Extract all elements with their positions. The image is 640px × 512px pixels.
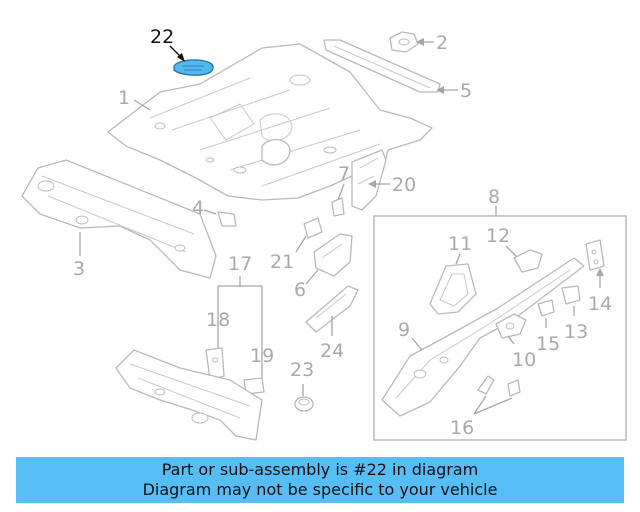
arrow-20 <box>368 180 376 188</box>
callout-12: 12 <box>486 225 510 247</box>
callout-20: 20 <box>392 174 416 196</box>
part-11-panel <box>429 263 477 315</box>
part-5-rail <box>323 39 441 93</box>
part-24-reinforcement <box>305 285 359 333</box>
callout-4: 4 <box>192 197 204 219</box>
arrow-5 <box>436 86 444 94</box>
part-3-crossmember <box>21 159 217 279</box>
leader-1 <box>133 99 151 111</box>
callout-5: 5 <box>460 80 472 102</box>
part-2-bracket <box>389 31 419 53</box>
leader-6 <box>305 269 319 285</box>
callout-23: 23 <box>290 359 314 381</box>
part-6-bracket <box>313 233 353 277</box>
callout-13: 13 <box>564 321 588 343</box>
part-7-bracket <box>331 197 345 217</box>
banner-line-1: Part or sub-assembly is #22 in diagram <box>161 460 479 479</box>
part-18-bracket <box>205 347 225 381</box>
callout-16: 16 <box>450 417 474 439</box>
callout-24: 24 <box>320 340 344 362</box>
leader-7 <box>337 183 345 201</box>
callout-11: 11 <box>448 233 472 255</box>
part-20-pillar <box>351 149 387 211</box>
leader-4 <box>203 209 217 215</box>
callout-3: 3 <box>73 258 85 280</box>
callout-18: 18 <box>206 309 230 331</box>
callout-17: 17 <box>228 253 252 275</box>
part-14-bracket <box>585 239 605 271</box>
part-17-rear-crossmember <box>115 349 263 441</box>
arrow-14 <box>596 268 604 276</box>
callout-15: 15 <box>536 333 560 355</box>
leader-11 <box>455 253 461 265</box>
parts-diagram: 22 1 5 2 3 4 <box>21 26 627 441</box>
part-10-bracket <box>495 313 527 339</box>
leader-16 <box>473 395 513 415</box>
leader-17 <box>217 276 263 386</box>
sub-assembly-box <box>373 215 627 441</box>
callout-9: 9 <box>398 319 410 341</box>
part-info-banner: Part or sub-assembly is #22 in diagram D… <box>16 457 624 503</box>
callout-8: 8 <box>488 186 500 208</box>
arrow-2 <box>416 38 424 46</box>
part-16-clips <box>477 375 521 397</box>
part-9-side-rail <box>381 257 585 417</box>
part-23-plug <box>294 396 314 412</box>
part-21-bracket <box>303 217 323 239</box>
leader-12 <box>505 245 517 257</box>
callout-21: 21 <box>270 251 294 273</box>
leader-10 <box>507 335 515 345</box>
callout-10: 10 <box>512 349 536 371</box>
banner-line-2: Diagram may not be specific to your vehi… <box>142 480 498 499</box>
callout-22: 22 <box>150 26 174 48</box>
callout-1: 1 <box>118 87 130 109</box>
part-22-highlighted[interactable] <box>173 59 214 76</box>
part-1-floor-pan <box>107 43 433 201</box>
callout-14: 14 <box>588 293 612 315</box>
callout-19: 19 <box>250 345 274 367</box>
part-4-small-bracket <box>217 211 237 227</box>
callout-7: 7 <box>338 163 350 185</box>
leader-21 <box>295 235 307 253</box>
callout-6: 6 <box>294 279 306 301</box>
part-13-bracket <box>561 285 581 305</box>
leader-9 <box>411 337 423 351</box>
part-12-bracket <box>513 249 543 273</box>
part-15-bracket <box>537 299 555 317</box>
callout-2: 2 <box>436 32 448 54</box>
arrow-22 <box>177 53 185 62</box>
